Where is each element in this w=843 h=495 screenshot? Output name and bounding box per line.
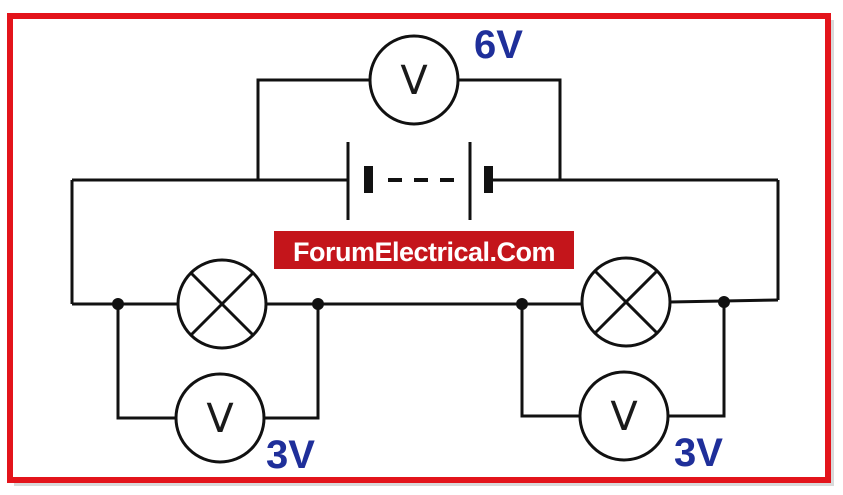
- junction-dot: [112, 298, 124, 310]
- reading-lamp-right: 3V: [674, 431, 723, 475]
- junction-dot: [718, 296, 730, 308]
- voltmeter-right-label: V: [610, 394, 638, 440]
- wire-right-meter-a: [520, 304, 580, 418]
- lamp-left-icon: [176, 258, 268, 350]
- wire-top-left: [256, 78, 370, 180]
- voltmeter-right: V: [578, 370, 670, 462]
- junction-dot: [312, 298, 324, 310]
- wire-left-meter-a: [116, 304, 176, 420]
- junction-dot: [516, 298, 528, 310]
- reading-supply: 6V: [474, 23, 523, 67]
- wire-left-meter-b: [264, 304, 320, 420]
- voltmeter-left-label: V: [206, 396, 234, 442]
- voltmeter-left: V: [174, 372, 266, 464]
- junction-dots: [112, 296, 730, 310]
- reading-lamp-left: 3V: [266, 433, 315, 477]
- battery-icon: [346, 142, 493, 220]
- voltmeter-top: V: [368, 34, 460, 126]
- lamp-right-icon: [580, 256, 672, 348]
- watermark: ForumElectrical.Com: [272, 229, 576, 271]
- wire-right-meter-b: [668, 302, 726, 418]
- wire-top-right: [458, 78, 562, 180]
- wires: [70, 78, 780, 420]
- voltmeter-icon: [368, 34, 460, 126]
- voltmeter-top-label: V: [400, 58, 428, 104]
- voltmeter-icon: [174, 372, 266, 464]
- voltmeter-icon: [578, 370, 670, 462]
